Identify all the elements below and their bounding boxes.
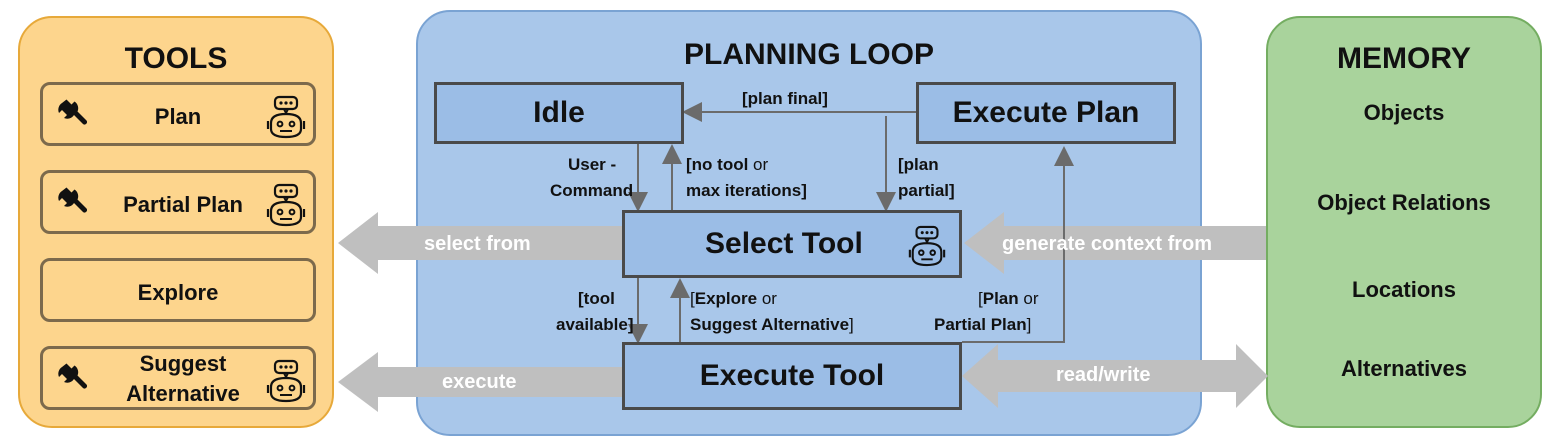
tool-available-label-2: available] xyxy=(556,315,634,334)
robot-chat-icon xyxy=(266,95,306,139)
plan-final-label: [plan final] xyxy=(742,89,828,108)
plan-or-2a: Partial Plan xyxy=(934,315,1027,334)
no-tool-label-2: max iterations] xyxy=(686,181,807,200)
memory-title: MEMORY xyxy=(1337,42,1471,75)
execute-label: execute xyxy=(442,371,517,393)
no-tool-label-1: [no tool or xyxy=(686,154,768,176)
tools-title: TOOLS xyxy=(124,42,228,75)
robot-chat-icon xyxy=(908,225,946,267)
tool-label: Plan xyxy=(154,104,202,129)
tool-label: Partial Plan xyxy=(123,192,243,217)
plan-or-1b: Plan xyxy=(982,289,1019,308)
generate-context-label: generate context from xyxy=(1002,233,1213,255)
plan-or-partial-arrow xyxy=(962,146,1074,343)
explore-or-1b: Explore xyxy=(694,289,758,308)
state-execute-plan: Execute Plan xyxy=(916,82,1176,144)
select-from-arrow xyxy=(338,212,622,274)
explore-or-1c: or xyxy=(757,289,777,308)
explore-or-label-1: [Explore or xyxy=(690,288,777,310)
explore-or-label-2: Suggest Alternative] xyxy=(690,314,854,336)
plan-or-2b: ] xyxy=(1026,315,1032,334)
planning-loop-title: PLANNING LOOP xyxy=(683,38,934,71)
plan-or-label-2: Partial Plan] xyxy=(934,314,1031,336)
wrench-icon xyxy=(58,187,87,213)
tool-partial-plan[interactable]: Partial Plan xyxy=(40,170,316,234)
robot-chat-icon xyxy=(266,359,306,403)
state-idle: Idle xyxy=(434,82,684,144)
tool-label-line1: Suggest xyxy=(139,351,227,376)
explore-or-2b: ] xyxy=(849,315,854,334)
wrench-icon xyxy=(58,363,87,389)
tool-plan[interactable]: Plan xyxy=(40,82,316,146)
no-tool-label-1b: or xyxy=(748,155,769,174)
state-execute-plan-label: Execute Plan xyxy=(952,96,1140,129)
plan-or-label-1: [Plan or xyxy=(978,288,1038,310)
plan-or-1a: [ xyxy=(978,289,983,308)
state-select-tool: Select Tool xyxy=(622,210,962,278)
explore-or-2a: Suggest Alternative xyxy=(690,315,850,334)
wrench-icon xyxy=(58,99,87,125)
tool-label-line2: Alternative xyxy=(126,381,240,406)
explore-or-1a: [ xyxy=(690,289,695,308)
plan-partial-label-1: [plan xyxy=(898,155,939,174)
memory-item-object-relations: Object Relations xyxy=(1317,190,1491,215)
read-write-label: read/write xyxy=(1056,364,1151,386)
memory-item-alternatives: Alternatives xyxy=(1341,356,1467,381)
memory-panel xyxy=(1266,16,1542,428)
state-select-tool-label: Select Tool xyxy=(705,227,863,260)
state-execute-tool: Execute Tool xyxy=(622,342,962,410)
plan-or-1c: or xyxy=(1018,289,1039,308)
state-execute-tool-label: Execute Tool xyxy=(699,359,885,392)
user-command-label-2: Command xyxy=(550,181,634,200)
select-from-label: select from xyxy=(424,233,531,255)
memory-item-objects: Objects xyxy=(1363,100,1445,125)
plan-partial-label-2: partial] xyxy=(898,181,955,200)
memory-item-locations: Locations xyxy=(1352,277,1456,302)
tool-suggest-alternative[interactable]: Suggest Alternative xyxy=(40,346,316,410)
execute-arrow xyxy=(338,352,622,412)
tool-available-label-1: [tool xyxy=(578,289,615,308)
robot-chat-icon xyxy=(266,183,306,227)
state-idle-label: Idle xyxy=(533,96,585,129)
read-write-arrow xyxy=(962,344,1268,408)
tool-explore[interactable]: Explore xyxy=(40,258,316,322)
user-command-label-1: User - xyxy=(568,155,617,174)
tool-label: Explore xyxy=(137,280,219,305)
generate-context-arrow xyxy=(964,212,1266,274)
no-tool-label-1a: [no tool xyxy=(686,155,749,174)
